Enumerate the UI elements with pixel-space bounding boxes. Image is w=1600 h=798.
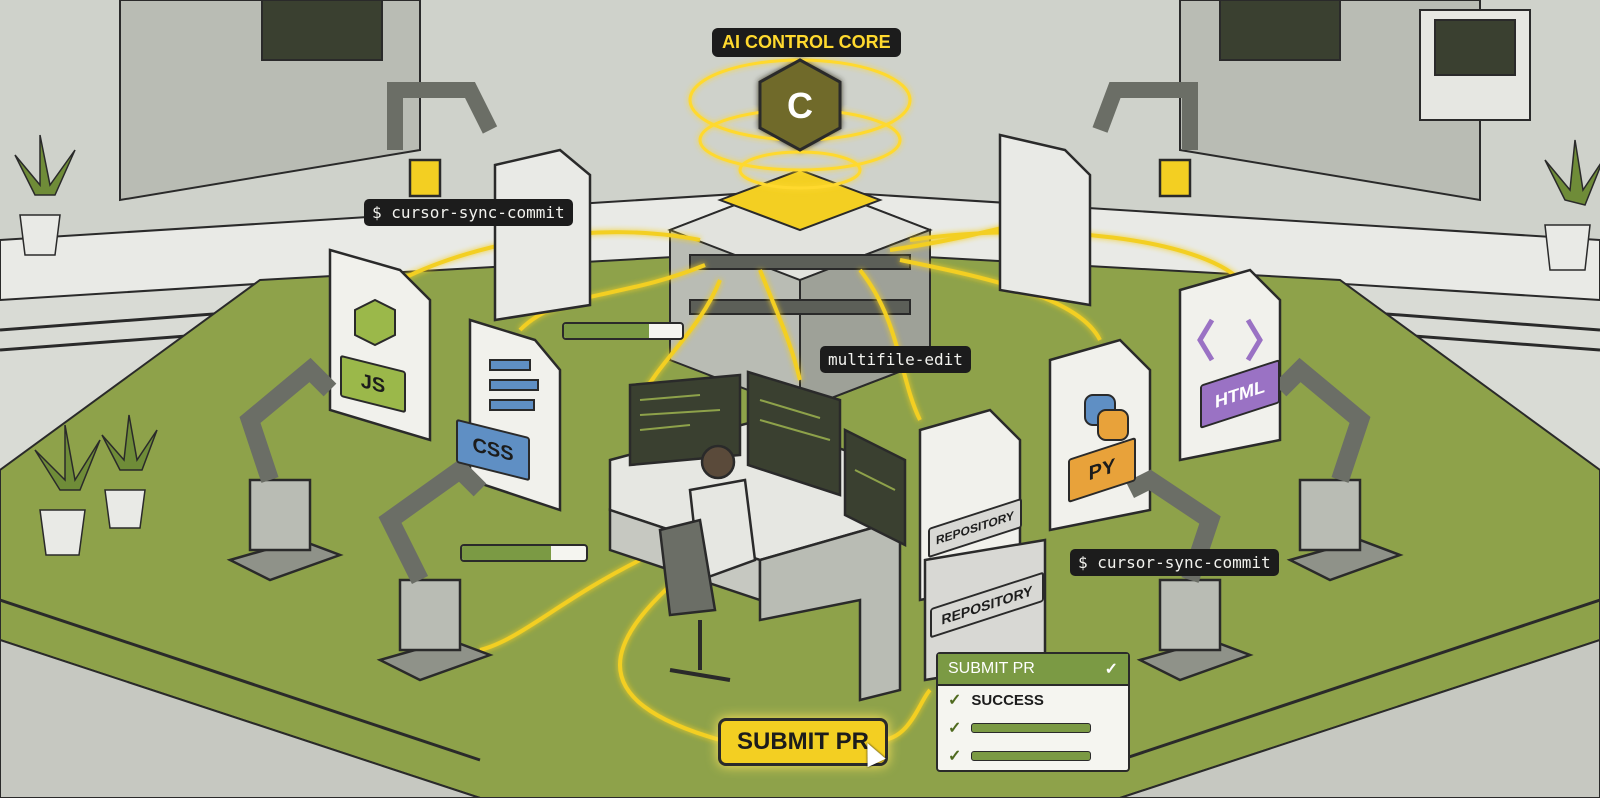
- check-icon: ✓: [1104, 661, 1118, 678]
- progress-bar-bottom: [460, 544, 588, 562]
- progress-fill: [564, 324, 649, 338]
- terminal-label-multifile-edit: multifile-edit: [820, 346, 971, 373]
- pr-row-3: ✓: [938, 742, 1128, 770]
- submit-pr-button[interactable]: SUBMIT PR: [718, 718, 888, 766]
- check-icon: ✓: [948, 748, 962, 765]
- pr-row-2: ✓: [938, 714, 1128, 742]
- progress-bar-top: [562, 322, 684, 340]
- check-icon: ✓: [948, 692, 962, 709]
- ai-control-core-label: AI CONTROL CORE: [712, 28, 901, 57]
- core-glyph-icon: C: [787, 85, 813, 126]
- pr-status-text: SUCCESS: [971, 691, 1044, 709]
- check-icon: ✓: [948, 720, 962, 737]
- terminal-label-sync-commit: $ cursor-sync-commit: [364, 199, 573, 226]
- pr-card-header: SUBMIT PR ✓: [938, 654, 1128, 686]
- pr-row-success: ✓ SUCCESS: [938, 686, 1128, 714]
- progress-fill: [462, 546, 552, 560]
- pr-progress-bar: [971, 751, 1092, 761]
- pr-status-card: SUBMIT PR ✓ ✓ SUCCESS ✓ ✓: [936, 652, 1130, 772]
- terminal-label-sync-commit-2: $ cursor-sync-commit: [1070, 549, 1279, 576]
- pr-progress-bar: [971, 723, 1092, 733]
- pr-card-title: SUBMIT PR: [948, 660, 1035, 677]
